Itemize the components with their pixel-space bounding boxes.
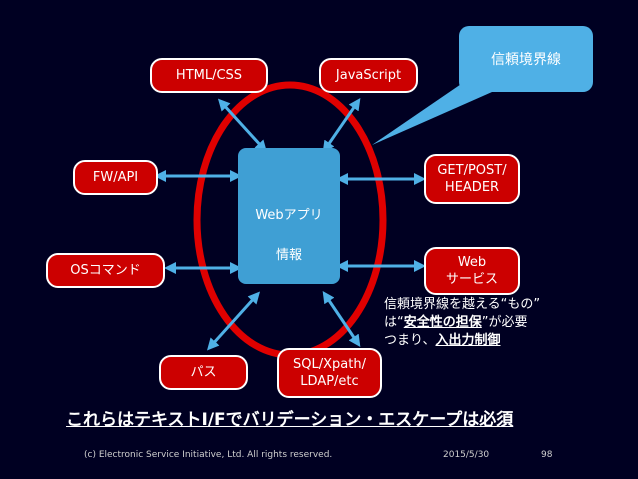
node-sql-xpath-ldap: SQL/Xpath/ LDAP/etc — [277, 348, 382, 398]
info-label: 情報 — [275, 248, 302, 263]
web-app-box: Webアプリ 情報 — [238, 148, 340, 284]
banner-text: これらはテキストI/Fでバリデーション・エスケープは必須 — [66, 410, 514, 430]
io-control-emphasis: 入出力制御 — [435, 333, 501, 348]
arrow-html-css — [217, 98, 268, 153]
callout-label: 信頼境界線 — [491, 52, 561, 68]
node-get-post-header: GET/POST/ HEADER — [424, 154, 520, 204]
arrow-path — [206, 291, 261, 351]
arrow-javascript — [322, 98, 361, 153]
web-app-label: Webアプリ — [255, 208, 323, 223]
node-html-css: HTML/CSS — [150, 58, 268, 93]
node-fw-api: FW/API — [73, 160, 158, 195]
footer-page-number: 98 — [541, 450, 553, 460]
note-line-1: 信頼境界線を越える“もの” — [384, 297, 541, 312]
node-web-service: Web サービス — [424, 247, 520, 295]
note-line-3: つまり、入出力制御 — [384, 333, 501, 348]
note-line-2: は“安全性の担保”が必要 — [384, 315, 528, 330]
footer-copyright: (c) Electronic Service Initiative, Ltd. … — [84, 450, 333, 460]
footer-date: 2015/5/30 — [443, 450, 490, 460]
node-path: パス — [159, 355, 248, 390]
callout-pointer — [372, 78, 492, 145]
node-os-command: OSコマンド — [46, 253, 165, 288]
trust-boundary-callout: 信頼境界線 — [459, 26, 593, 92]
node-javascript: JavaScript — [319, 58, 418, 93]
safety-guarantee-emphasis: 安全性の担保 — [403, 315, 482, 330]
arrow-sql — [322, 291, 361, 347]
note-text: 信頼境界線を越える“もの” は“安全性の担保”が必要 つまり、入出力制御 — [384, 296, 604, 350]
